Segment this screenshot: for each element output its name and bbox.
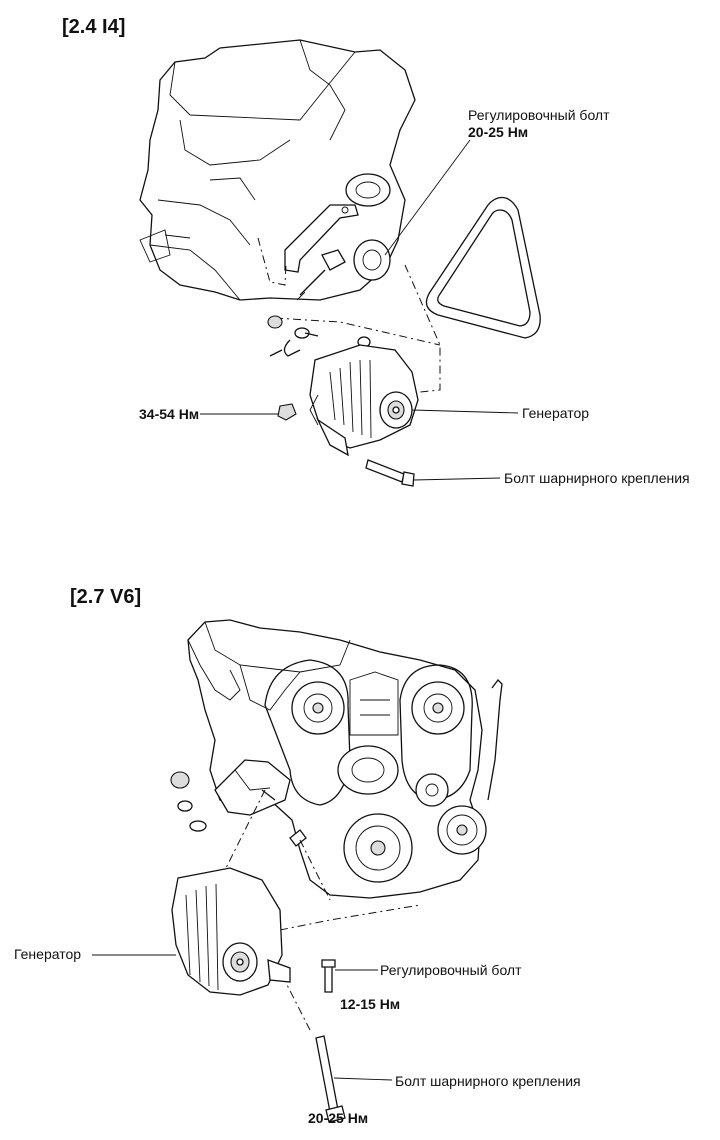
engine-block-v6 xyxy=(187,619,503,899)
section-title-v6: [2.7 V6] xyxy=(70,586,142,608)
section-title-i4: [2.4 I4] xyxy=(62,16,126,38)
label-mount-torque-i4: 34-54 Нм xyxy=(139,406,200,422)
label-pivot-bolt-v6: Болт шарнирного крепления xyxy=(395,1073,581,1089)
label-generator-i4: Генератор xyxy=(522,405,590,421)
engine-i4-illustration xyxy=(139,39,541,487)
engine-block-i4 xyxy=(139,39,416,301)
alternator-i4 xyxy=(309,344,419,457)
alternator-v6 xyxy=(171,867,291,996)
label-generator-v6: Генератор xyxy=(14,946,82,962)
adjust-bolt-v6 xyxy=(321,959,336,993)
v-belt xyxy=(425,196,541,339)
label-adjust-torque-i4: 20-25 Нм xyxy=(468,124,529,140)
label-pivot-bolt-i4: Болт шарнирного крепления xyxy=(504,470,690,486)
mount-nut-i4 xyxy=(277,403,297,421)
pivot-bolt-i4 xyxy=(365,459,415,487)
label-adjust-torque-v6: 12-15 Нм xyxy=(340,996,401,1012)
label-adjust-bolt-i4: Регулировочный болт xyxy=(468,107,610,123)
leader-lines-v6 xyxy=(92,954,393,1081)
label-adjust-bolt-v6: Регулировочный болт xyxy=(380,962,522,978)
small-parts-i4 xyxy=(267,315,371,357)
small-parts-v6 xyxy=(170,771,307,847)
adjust-bracket-i4 xyxy=(284,204,359,301)
label-pivot-torque-v6: 20-25 Нм xyxy=(308,1110,369,1126)
leader-lines-i4 xyxy=(200,139,519,481)
